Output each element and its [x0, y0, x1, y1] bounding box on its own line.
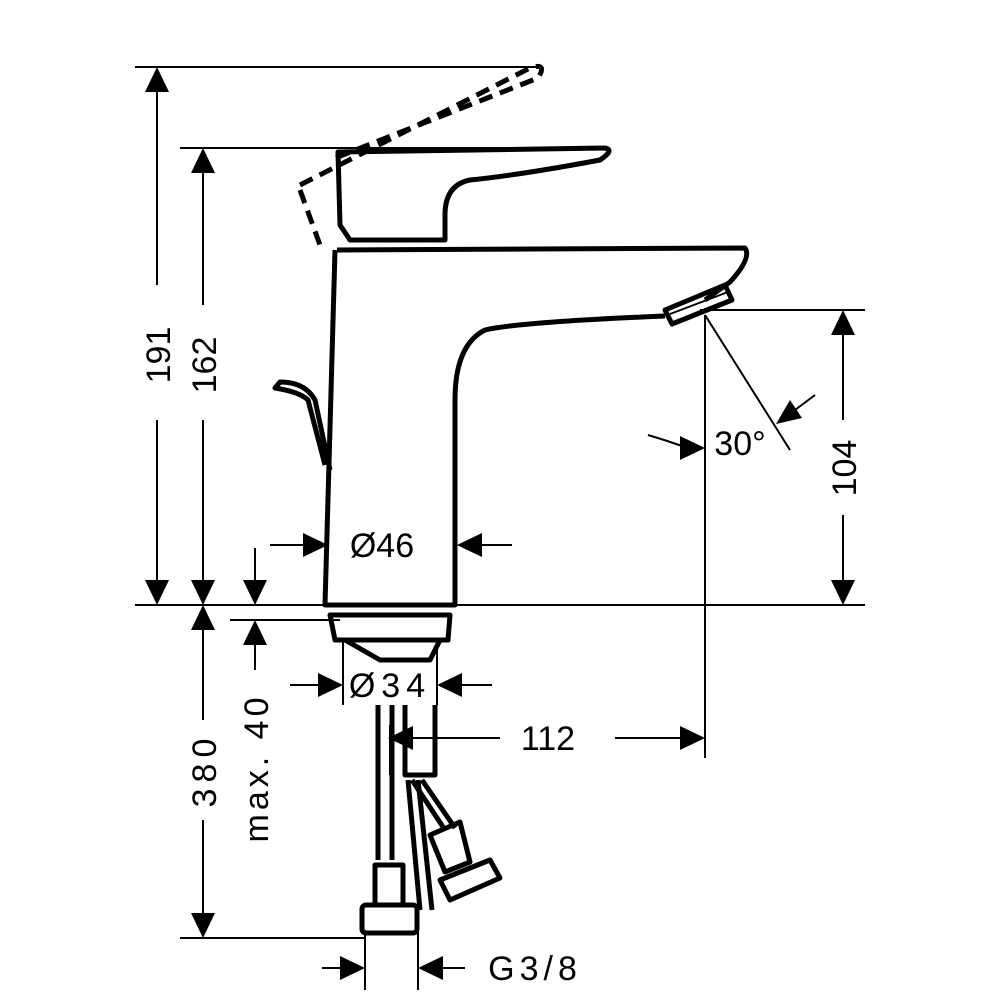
dimension-lines — [145, 67, 855, 980]
handle — [335, 145, 612, 243]
body — [322, 245, 750, 608]
dim-162: 162 — [186, 337, 224, 394]
dim-104: 104 — [826, 440, 864, 497]
dim-diameter-46: Ø46 — [350, 527, 414, 565]
dim-thread-g3-8: G3/8 — [488, 950, 582, 988]
popup-lever — [272, 379, 333, 471]
dim-112: 112 — [521, 720, 575, 758]
extension-lines — [135, 66, 865, 990]
dim-max-40: max. 40 — [238, 694, 276, 843]
dim-380: 380 — [186, 733, 224, 808]
faucet — [272, 63, 750, 936]
aerator — [662, 282, 735, 327]
dimension-labels: 191 162 104 380 max. 40 Ø46 Ø34 112 30° … — [140, 327, 864, 988]
dim-angle-30: 30° — [714, 425, 765, 463]
dim-diameter-34: Ø34 — [349, 667, 431, 705]
dim-191: 191 — [140, 327, 178, 384]
raised-handle-outline — [298, 63, 545, 188]
